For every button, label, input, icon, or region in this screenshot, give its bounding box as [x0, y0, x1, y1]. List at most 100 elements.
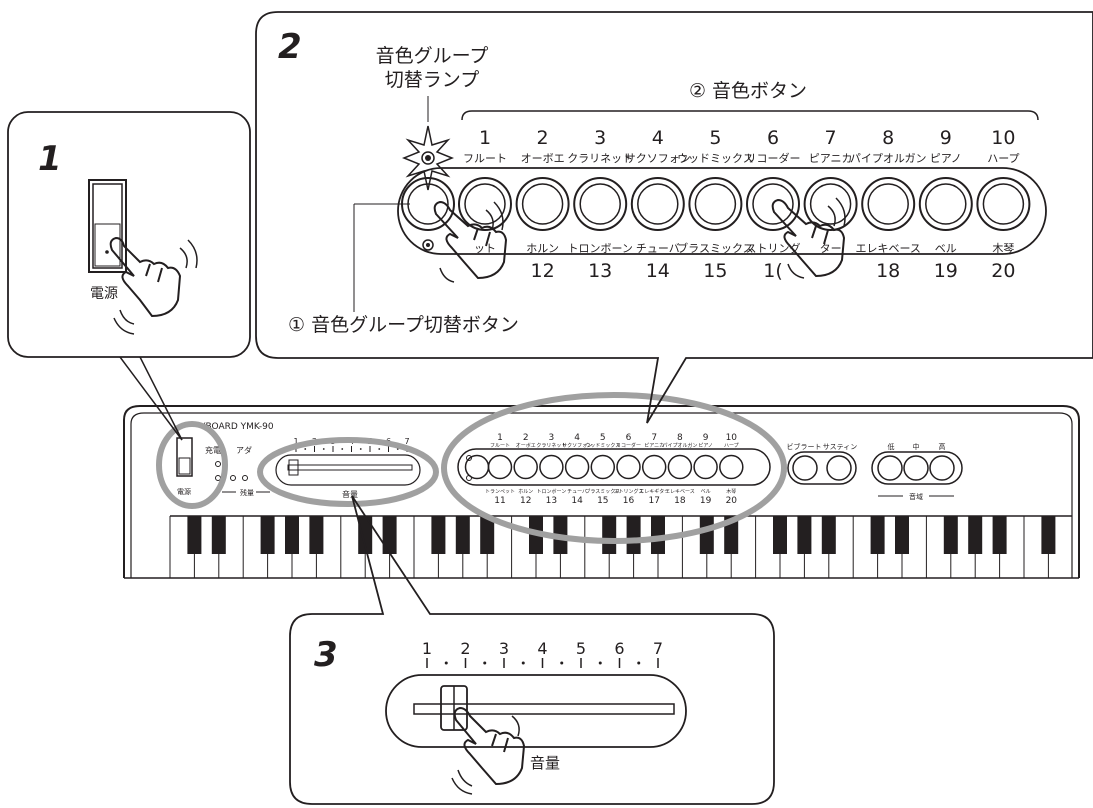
tone-button-small[interactable] [539, 454, 564, 480]
black-key[interactable] [943, 516, 958, 554]
tone-panel-large [397, 167, 1047, 255]
tone-name-small: トランペット [485, 489, 515, 495]
tone-button-large[interactable] [746, 177, 800, 231]
volume-slider-knob-large[interactable] [440, 685, 468, 731]
tone-button-small[interactable] [641, 454, 667, 480]
tone-button-large[interactable] [861, 177, 916, 231]
black-key[interactable] [309, 516, 324, 554]
power-switch-large [88, 179, 127, 273]
range-mid-button[interactable] [903, 455, 929, 481]
group-lamp-label-2: 切替ランプ [385, 69, 479, 91]
tone-name-large: ハープ [987, 152, 1019, 165]
black-key[interactable] [651, 516, 665, 554]
black-key[interactable] [797, 516, 812, 554]
range-panel [871, 451, 963, 485]
tone-name-small: エレキギター [639, 488, 669, 495]
tone-button-large[interactable] [458, 177, 512, 231]
tone-number-large: 6 [767, 127, 779, 149]
tone-button-large[interactable] [976, 177, 1031, 231]
tone-number-large: 8 [882, 127, 894, 149]
black-key[interactable] [821, 516, 836, 554]
tone-name-large: ピアニカ [809, 152, 853, 165]
tone-button-small[interactable] [513, 454, 538, 480]
black-key[interactable] [626, 516, 641, 554]
black-key[interactable] [480, 516, 495, 554]
black-key[interactable] [455, 516, 470, 554]
black-key[interactable] [211, 516, 226, 554]
volume-slider-frame-large [385, 674, 687, 748]
tone-button-large[interactable] [515, 177, 570, 231]
tone-highlight-ring [441, 392, 787, 544]
tone-number-small: 3 [549, 433, 555, 443]
tone-button-large[interactable] [630, 177, 685, 231]
tone-name-small: リコーダー [616, 442, 641, 449]
tone-buttons-large: 1フルートット2オーボエホルン123クラリネットトロンボーン134サクソフォンチ… [401, 127, 1031, 282]
tone-number-large: 3 [594, 127, 606, 149]
black-key[interactable] [1041, 516, 1056, 554]
tone-number-small: 1 [497, 433, 503, 443]
volume-scale-dot [304, 448, 307, 450]
volume-scale-dot [322, 448, 325, 450]
group-lamp-label-1: 音色グループ [376, 45, 489, 67]
volume-slider-knob-small[interactable] [288, 459, 299, 476]
black-key[interactable] [992, 516, 1007, 554]
tone-name-large: ウッドミックス [677, 152, 754, 165]
group-lamp-top-small [466, 455, 472, 461]
black-key[interactable] [285, 516, 299, 554]
tone-name-small: ベル [701, 489, 711, 495]
range-low-button[interactable] [877, 455, 903, 481]
volume-scale-number-large: 7 [653, 639, 663, 658]
tone-button-large[interactable] [918, 177, 973, 231]
group-button-small[interactable] [464, 454, 490, 480]
black-key[interactable] [382, 516, 397, 554]
black-key[interactable] [968, 516, 983, 554]
tone-button-small[interactable] [616, 454, 641, 480]
tone-button-small[interactable] [487, 454, 513, 480]
black-key[interactable] [358, 516, 373, 554]
black-key[interactable] [260, 516, 275, 554]
volume-scale-number-large: 6 [614, 639, 624, 658]
black-key[interactable] [431, 516, 446, 554]
tone-button-large[interactable] [573, 177, 628, 231]
black-key[interactable] [602, 516, 617, 554]
step-3-number: 3 [314, 635, 338, 675]
tone-number-large: 9 [940, 127, 952, 149]
tone-number-small: 5 [600, 433, 606, 443]
tone-button-small[interactable] [719, 454, 744, 480]
group-lamp-lit [401, 125, 455, 191]
tone-button-large[interactable] [688, 177, 743, 231]
tone-name-small: クラリネット [536, 443, 566, 449]
volume-scale-dot [359, 448, 362, 450]
charge-lamp [215, 461, 221, 467]
sustain-button[interactable] [826, 455, 852, 481]
black-key[interactable] [870, 516, 885, 554]
tone-name-small: ホルン [518, 489, 533, 495]
tone-name-large: サクソフォン [625, 152, 691, 165]
power-switch[interactable] [176, 437, 193, 477]
black-key[interactable] [187, 516, 202, 554]
effect-label-sustain: サスティン [823, 443, 857, 451]
black-key[interactable] [895, 516, 909, 554]
tone-number-small: 13 [546, 496, 557, 506]
tone-button-small[interactable] [693, 454, 718, 480]
tone-button-small[interactable] [590, 454, 616, 480]
volume-slider-track-large [413, 703, 675, 715]
tone-button-small[interactable] [564, 454, 590, 480]
tone-button-large-face [637, 183, 679, 225]
tone-button-small[interactable] [667, 454, 693, 480]
pressing-hand-2a [433, 200, 508, 283]
black-key[interactable] [699, 516, 714, 554]
black-key[interactable] [773, 516, 787, 554]
tone-name-large: エレキベース [855, 242, 920, 255]
tone-button-large[interactable] [803, 177, 858, 231]
vibrato-button[interactable] [792, 455, 818, 481]
tone-button-large-face [579, 183, 621, 225]
tone-button-large-face [521, 183, 564, 225]
tone-number-small: 10 [726, 433, 738, 443]
range-label-high: 高 [939, 442, 946, 451]
tone-name-large: ブラスミックス [677, 241, 753, 255]
range-high-button[interactable] [929, 455, 955, 481]
black-key[interactable] [724, 516, 739, 554]
callout-3-frame [289, 495, 775, 805]
tone-number-large: 14 [646, 260, 670, 282]
